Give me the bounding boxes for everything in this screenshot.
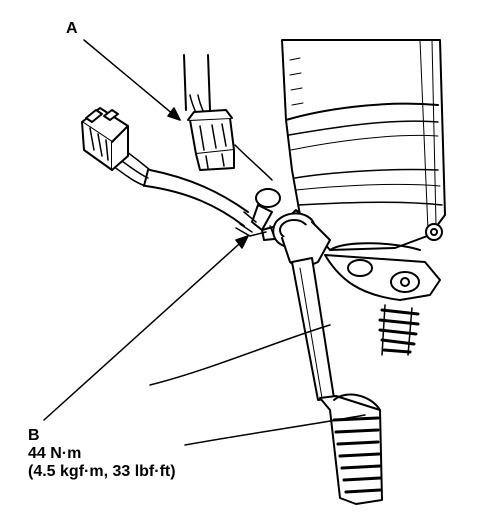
pipe-flange bbox=[324, 242, 441, 301]
torque-spec-nm: 44 N·m bbox=[28, 445, 82, 462]
callout-b-label: B bbox=[28, 427, 40, 444]
flange-spring bbox=[378, 304, 420, 356]
sensor-socket-wrench bbox=[272, 212, 383, 505]
body-contour-lines bbox=[149, 144, 366, 446]
torque-spec-alt: (4.5 kgf·m, 33 lbf·ft) bbox=[28, 463, 176, 480]
exhaust-pipe bbox=[281, 39, 446, 251]
harness-connector-a bbox=[183, 54, 235, 171]
sensor-connector-plug bbox=[81, 107, 129, 171]
callout-b-block: B 44 N·m (4.5 kgf·m, 33 lbf·ft) bbox=[28, 427, 176, 481]
leader-line-a bbox=[83, 39, 181, 121]
leader-line-b bbox=[43, 235, 249, 421]
sensor-cable bbox=[143, 169, 267, 237]
callout-a-label: A bbox=[66, 20, 78, 37]
